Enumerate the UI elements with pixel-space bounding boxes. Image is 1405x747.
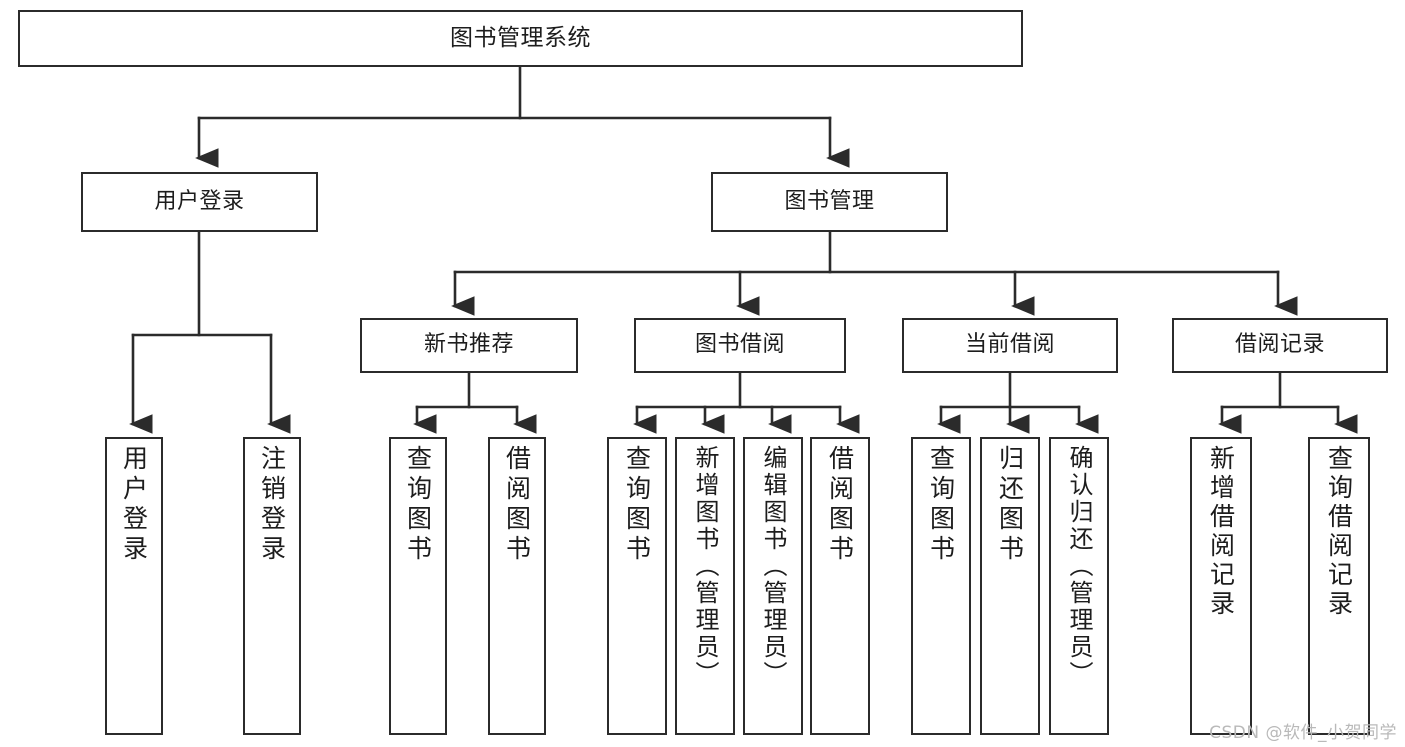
node-label: 新书推荐	[423, 332, 514, 358]
node-label: 编辑图书（管理员）	[759, 445, 787, 688]
node-label: 注销登录	[257, 445, 287, 565]
node-label: 图书借阅	[694, 332, 785, 358]
leaf-book-borrow-add-book-admin[interactable]: 新增图书（管理员）	[675, 437, 735, 735]
node-label: 新增借阅记录	[1206, 445, 1236, 619]
node-label: 查询图书	[403, 445, 433, 565]
node-book-management[interactable]: 图书管理	[711, 172, 948, 232]
node-borrow-record[interactable]: 借阅记录	[1172, 318, 1388, 373]
leaf-user-login-logout[interactable]: 注销登录	[243, 437, 301, 735]
node-label: 确认归还（管理员）	[1065, 445, 1093, 688]
leaf-borrow-record-add-record[interactable]: 新增借阅记录	[1190, 437, 1252, 735]
leaf-new-book-borrow-book[interactable]: 借阅图书	[488, 437, 546, 735]
node-label: 图书管理系统	[450, 24, 591, 51]
node-label: 图书管理	[784, 188, 875, 214]
node-label: 借阅图书	[502, 445, 532, 565]
leaf-book-borrow-query-book[interactable]: 查询图书	[607, 437, 667, 735]
node-label: 查询借阅记录	[1324, 445, 1354, 619]
node-label: 借阅记录	[1234, 332, 1325, 358]
leaf-borrow-record-query-record[interactable]: 查询借阅记录	[1308, 437, 1370, 735]
leaf-new-book-query-book[interactable]: 查询图书	[389, 437, 447, 735]
node-user-login[interactable]: 用户登录	[81, 172, 318, 232]
leaf-current-borrow-return-book[interactable]: 归还图书	[980, 437, 1040, 735]
node-root-book-management-system[interactable]: 图书管理系统	[18, 10, 1023, 67]
node-new-book-recommendation[interactable]: 新书推荐	[360, 318, 578, 373]
node-label: 当前借阅	[964, 332, 1055, 358]
node-label: 用户登录	[154, 188, 245, 214]
node-label: 新增图书（管理员）	[691, 445, 719, 688]
node-book-borrow[interactable]: 图书借阅	[634, 318, 846, 373]
leaf-current-borrow-query-book[interactable]: 查询图书	[911, 437, 971, 735]
node-label: 用户登录	[119, 445, 149, 565]
node-label: 借阅图书	[825, 445, 855, 565]
node-label: 归还图书	[995, 445, 1025, 565]
leaf-current-borrow-confirm-return-admin[interactable]: 确认归还（管理员）	[1049, 437, 1109, 735]
node-label: 查询图书	[622, 445, 652, 565]
leaf-user-login-login[interactable]: 用户登录	[105, 437, 163, 735]
csdn-watermark: CSDN @软件_小贺同学	[1209, 723, 1397, 743]
leaf-book-borrow-edit-book-admin[interactable]: 编辑图书（管理员）	[743, 437, 803, 735]
node-current-borrow[interactable]: 当前借阅	[902, 318, 1118, 373]
node-label: 查询图书	[926, 445, 956, 565]
leaf-book-borrow-borrow-book[interactable]: 借阅图书	[810, 437, 870, 735]
